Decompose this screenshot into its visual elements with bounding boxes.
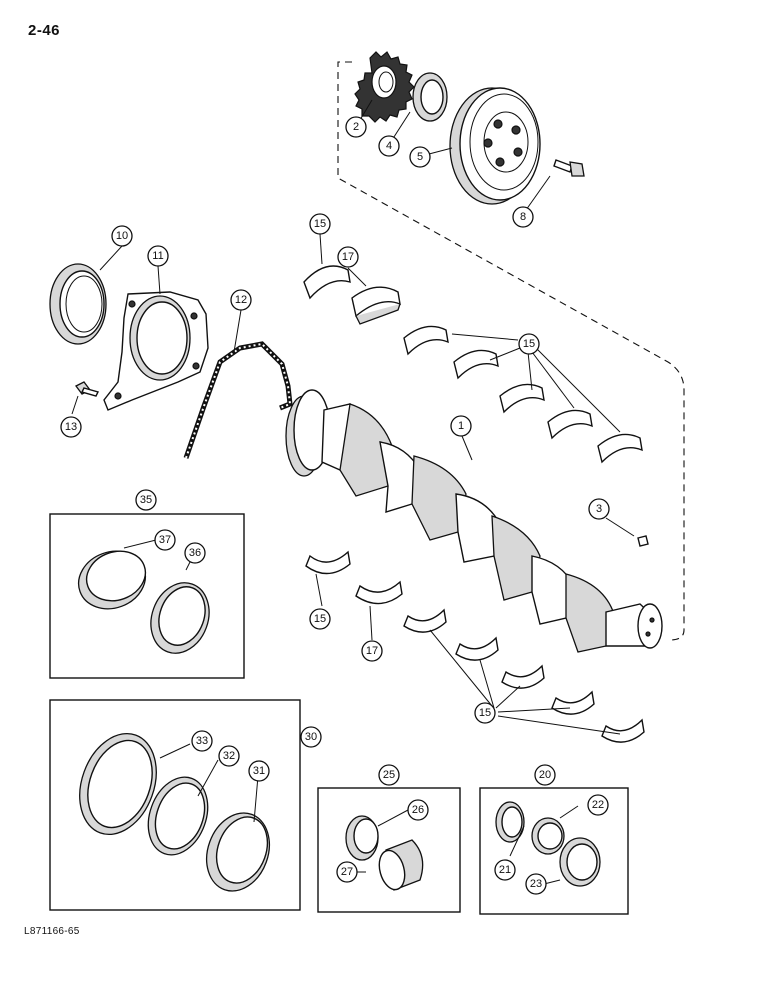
callout-10: 10: [111, 225, 133, 247]
rear-oil-seal: [49, 263, 107, 345]
svg-text:3: 3: [596, 503, 602, 515]
upper-main-bearing-shells: [303, 265, 643, 464]
callout-20: 20: [534, 764, 556, 786]
callout-35: 35: [135, 489, 157, 511]
callout-22: 22: [587, 794, 609, 816]
callout-25: 25: [378, 764, 400, 786]
svg-text:25: 25: [383, 769, 395, 781]
callout-32: 32: [218, 745, 240, 767]
pulley-bolt: [553, 159, 585, 177]
svg-text:10: 10: [116, 230, 128, 242]
callout-23: 23: [525, 873, 547, 895]
callout-15-upper-right: 15: [518, 333, 540, 355]
svg-text:15: 15: [523, 338, 535, 350]
svg-text:36: 36: [189, 547, 201, 559]
kit-box-30: [49, 699, 301, 911]
callout-36: 36: [184, 542, 206, 564]
callout-15-lower-left: 15: [309, 608, 331, 630]
crankshaft-gear: [354, 51, 415, 123]
callout-17-lower: 17: [361, 640, 383, 662]
svg-text:33: 33: [196, 735, 208, 747]
svg-text:22: 22: [592, 799, 604, 811]
callout-8: 8: [512, 206, 534, 228]
callout-4: 4: [378, 135, 400, 157]
callout-2: 2: [345, 116, 367, 138]
kit-25-sleeve: [345, 815, 379, 861]
svg-text:15: 15: [479, 707, 491, 719]
svg-text:11: 11: [152, 250, 163, 262]
callout-5: 5: [409, 146, 431, 168]
callout-33: 33: [191, 730, 213, 752]
svg-text:12: 12: [235, 294, 247, 306]
svg-text:30: 30: [305, 731, 317, 743]
rear-seal-housing: [103, 291, 209, 411]
kit-20-ring-a: [495, 801, 525, 843]
kit-box-20: [479, 787, 629, 915]
svg-text:4: 4: [386, 140, 392, 152]
callout-17-upper: 17: [337, 246, 359, 268]
callout-31: 31: [248, 760, 270, 782]
callout-15-upper-left: 15: [309, 213, 331, 235]
svg-text:37: 37: [159, 534, 171, 546]
svg-text:13: 13: [65, 421, 77, 433]
kit-20-ring-b: [531, 817, 565, 855]
svg-text:26: 26: [412, 804, 424, 816]
crankshaft: [285, 389, 663, 653]
callout-13: 13: [60, 416, 82, 438]
svg-text:2: 2: [353, 121, 359, 133]
svg-text:32: 32: [223, 750, 235, 762]
kit-30-wear-sleeve: [206, 812, 270, 892]
dowel-pin: [637, 535, 649, 547]
svg-text:17: 17: [342, 251, 354, 263]
svg-text:17: 17: [366, 645, 378, 657]
svg-text:15: 15: [314, 613, 326, 625]
figure-code: L871166-65: [24, 926, 80, 937]
callout-12: 12: [230, 289, 252, 311]
callout-26: 26: [407, 799, 429, 821]
kit-30-seal: [79, 732, 157, 836]
callout-11: 11: [147, 245, 169, 267]
callout-15-lower-right: 15: [474, 702, 496, 724]
svg-text:15: 15: [314, 218, 326, 230]
svg-text:35: 35: [140, 494, 152, 506]
kit-20-ring-c: [559, 837, 601, 887]
page-number: 2-46: [28, 22, 61, 39]
kit-box-35: [49, 513, 245, 679]
assembly-group-outline: [337, 61, 685, 641]
svg-text:8: 8: [520, 211, 526, 223]
svg-text:20: 20: [539, 769, 551, 781]
callout-37: 37: [154, 529, 176, 551]
crankshaft-pulley: [449, 87, 541, 205]
svg-text:21: 21: [499, 864, 511, 876]
kit-35-sleeve: [77, 550, 147, 610]
svg-text:1: 1: [458, 420, 464, 432]
callout-30: 30: [300, 726, 322, 748]
kit-25-installer: [378, 839, 424, 891]
svg-text:27: 27: [341, 866, 353, 878]
callout-1: 1: [450, 415, 472, 437]
housing-gasket: [183, 341, 293, 459]
svg-text:5: 5: [417, 151, 423, 163]
front-seal-ring: [412, 72, 448, 122]
kit-35-ring: [150, 582, 210, 654]
kit-30-middle-ring: [147, 776, 209, 856]
kit-box-25: [317, 787, 461, 913]
svg-text:31: 31: [253, 765, 265, 777]
svg-text:23: 23: [530, 878, 542, 890]
callout-21: 21: [494, 859, 516, 881]
callout-3: 3: [588, 498, 610, 520]
housing-cap-screw: [75, 381, 100, 397]
callout-27: 27: [336, 861, 358, 883]
